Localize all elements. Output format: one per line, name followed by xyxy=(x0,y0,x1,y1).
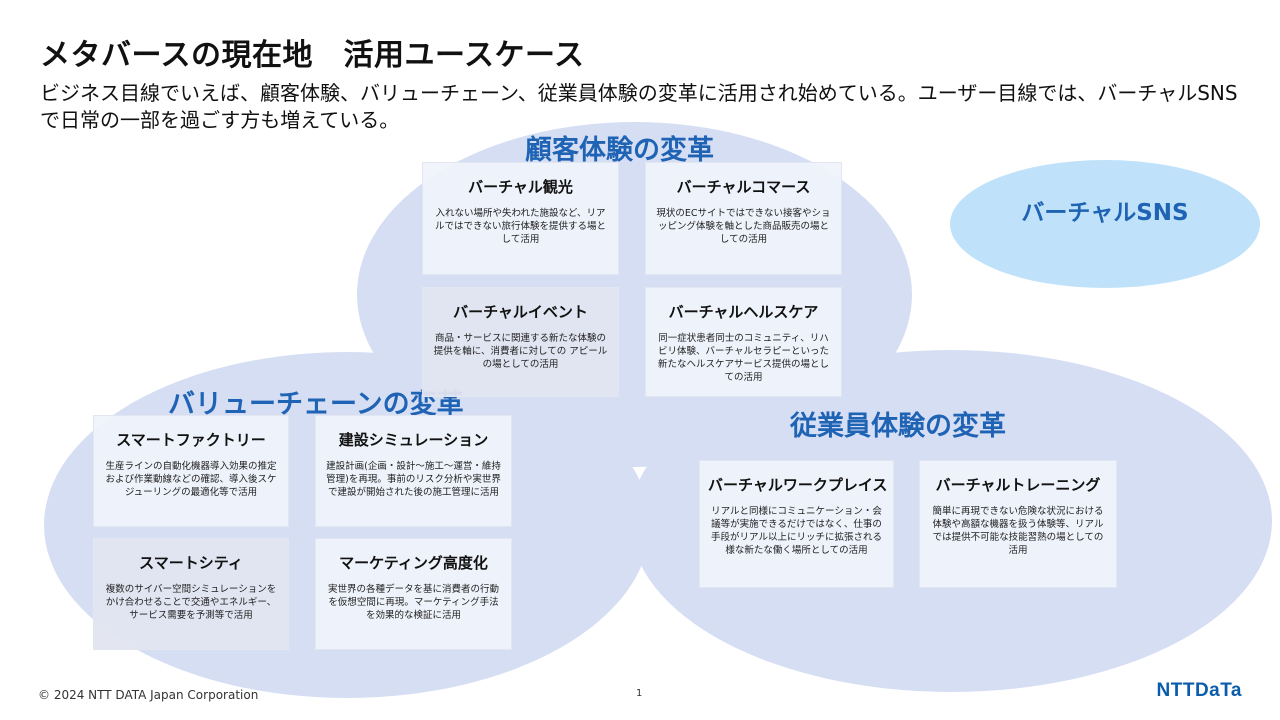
card-marketing-advancement: マーケティング高度化 実世界の各種データを基に消費者の行動を仮想空間に再現。マー… xyxy=(315,538,512,650)
card-title: バーチャルトレーニング xyxy=(935,476,1101,494)
card-virtual-healthcare: バーチャルヘルスケア 同一症状患者同士のコミュニティ、リハビリ体験、バーチャルセ… xyxy=(645,287,842,397)
card-description: 実世界の各種データを基に消費者の行動を仮想空間に再現。マーケティング手法を効果的… xyxy=(327,584,499,621)
virtual-sns-title: バーチャルSNS xyxy=(1021,200,1189,226)
card-title: バーチャルワークプレイス xyxy=(708,476,888,494)
virtual-sns-ellipse xyxy=(950,160,1260,288)
employee-experience-title: 従業員体験の変革 xyxy=(790,411,1006,442)
card-smart-factory: スマートファクトリー 生産ラインの自動化機器導入効果の推定および作業動線などの確… xyxy=(93,415,289,527)
customer-experience-title: 顧客体験の変革 xyxy=(525,135,714,166)
card-title: バーチャルコマース xyxy=(676,178,811,196)
card-description: 同一症状患者同士のコミュニティ、リハビリ体験、バーチャルセラピーといった新たなヘ… xyxy=(657,333,829,383)
page-number: 1 xyxy=(636,688,643,699)
card-description: 建設計画(企画・設計～施工～運営・維持管理)を再現。事前のリスク分析や実世界で建… xyxy=(326,461,501,498)
card-title: スマートシティ xyxy=(139,554,243,572)
copyright-text: © 2024 NTT DATA Japan Corporation xyxy=(38,688,259,702)
card-construction-simulation: 建設シミュレーション 建設計画(企画・設計～施工～運営・維持管理)を再現。事前の… xyxy=(315,415,512,527)
card-description: 簡単に再現できない危険な状況における体験や高額な機器を扱う体験等、リアルでは提供… xyxy=(932,506,1104,556)
card-description: 入れない場所や失われた施設など、リアルではできない旅行体験を提供する場として活用 xyxy=(434,208,606,245)
page-title: メタバースの現在地 活用ユースケース xyxy=(40,38,585,73)
card-title: バーチャルヘルスケア xyxy=(668,303,819,321)
card-virtual-workplace: バーチャルワークプレイス リアルと同様にコミュニケーション・会議等が実施できるだ… xyxy=(699,460,894,588)
card-description: 生産ラインの自動化機器導入効果の推定および作業動線などの確認、導入後スケジューリ… xyxy=(105,461,277,498)
card-title: バーチャル観光 xyxy=(468,178,573,196)
card-title: バーチャルイベント xyxy=(453,303,588,321)
card-description: 現状のECサイトではできない接客やショッピング体験を軸とした商品販売の場としての… xyxy=(656,208,831,245)
card-virtual-training: バーチャルトレーニング 簡単に再現できない危険な状況における体験や高額な機器を扱… xyxy=(919,460,1117,588)
company-logo: NTTDaTa xyxy=(1156,680,1242,701)
card-smart-city: スマートシティ 複数のサイバー空間シミュレーションをかけ合わせることで交通やエネ… xyxy=(93,538,289,650)
value-chain-title: バリューチェーンの変革 xyxy=(168,389,464,420)
page-subtitle: ビジネス目線でいえば、顧客体験、バリューチェーン、従業員体験の変革に活用され始め… xyxy=(40,81,1238,132)
card-virtual-commerce: バーチャルコマース 現状のECサイトではできない接客やショッピング体験を軸とした… xyxy=(645,162,842,275)
card-title: マーケティング高度化 xyxy=(339,554,488,572)
card-virtual-event: バーチャルイベント 商品・サービスに関連する新たな体験の提供を軸に、消費者に対し… xyxy=(422,287,619,397)
card-description: 商品・サービスに関連する新たな体験の提供を軸に、消費者に対しての アピールの場と… xyxy=(433,333,608,370)
card-virtual-tourism: バーチャル観光 入れない場所や失われた施設など、リアルではできない旅行体験を提供… xyxy=(422,162,619,275)
card-title: 建設シミュレーション xyxy=(338,431,489,449)
card-description: リアルと同様にコミュニケーション・会議等が実施できるだけではなく、仕事の手段がリ… xyxy=(711,506,882,556)
card-description: 複数のサイバー空間シミュレーションをかけ合わせることで交通やエネルギー、サービス… xyxy=(105,584,277,621)
card-title: スマートファクトリー xyxy=(116,431,266,449)
